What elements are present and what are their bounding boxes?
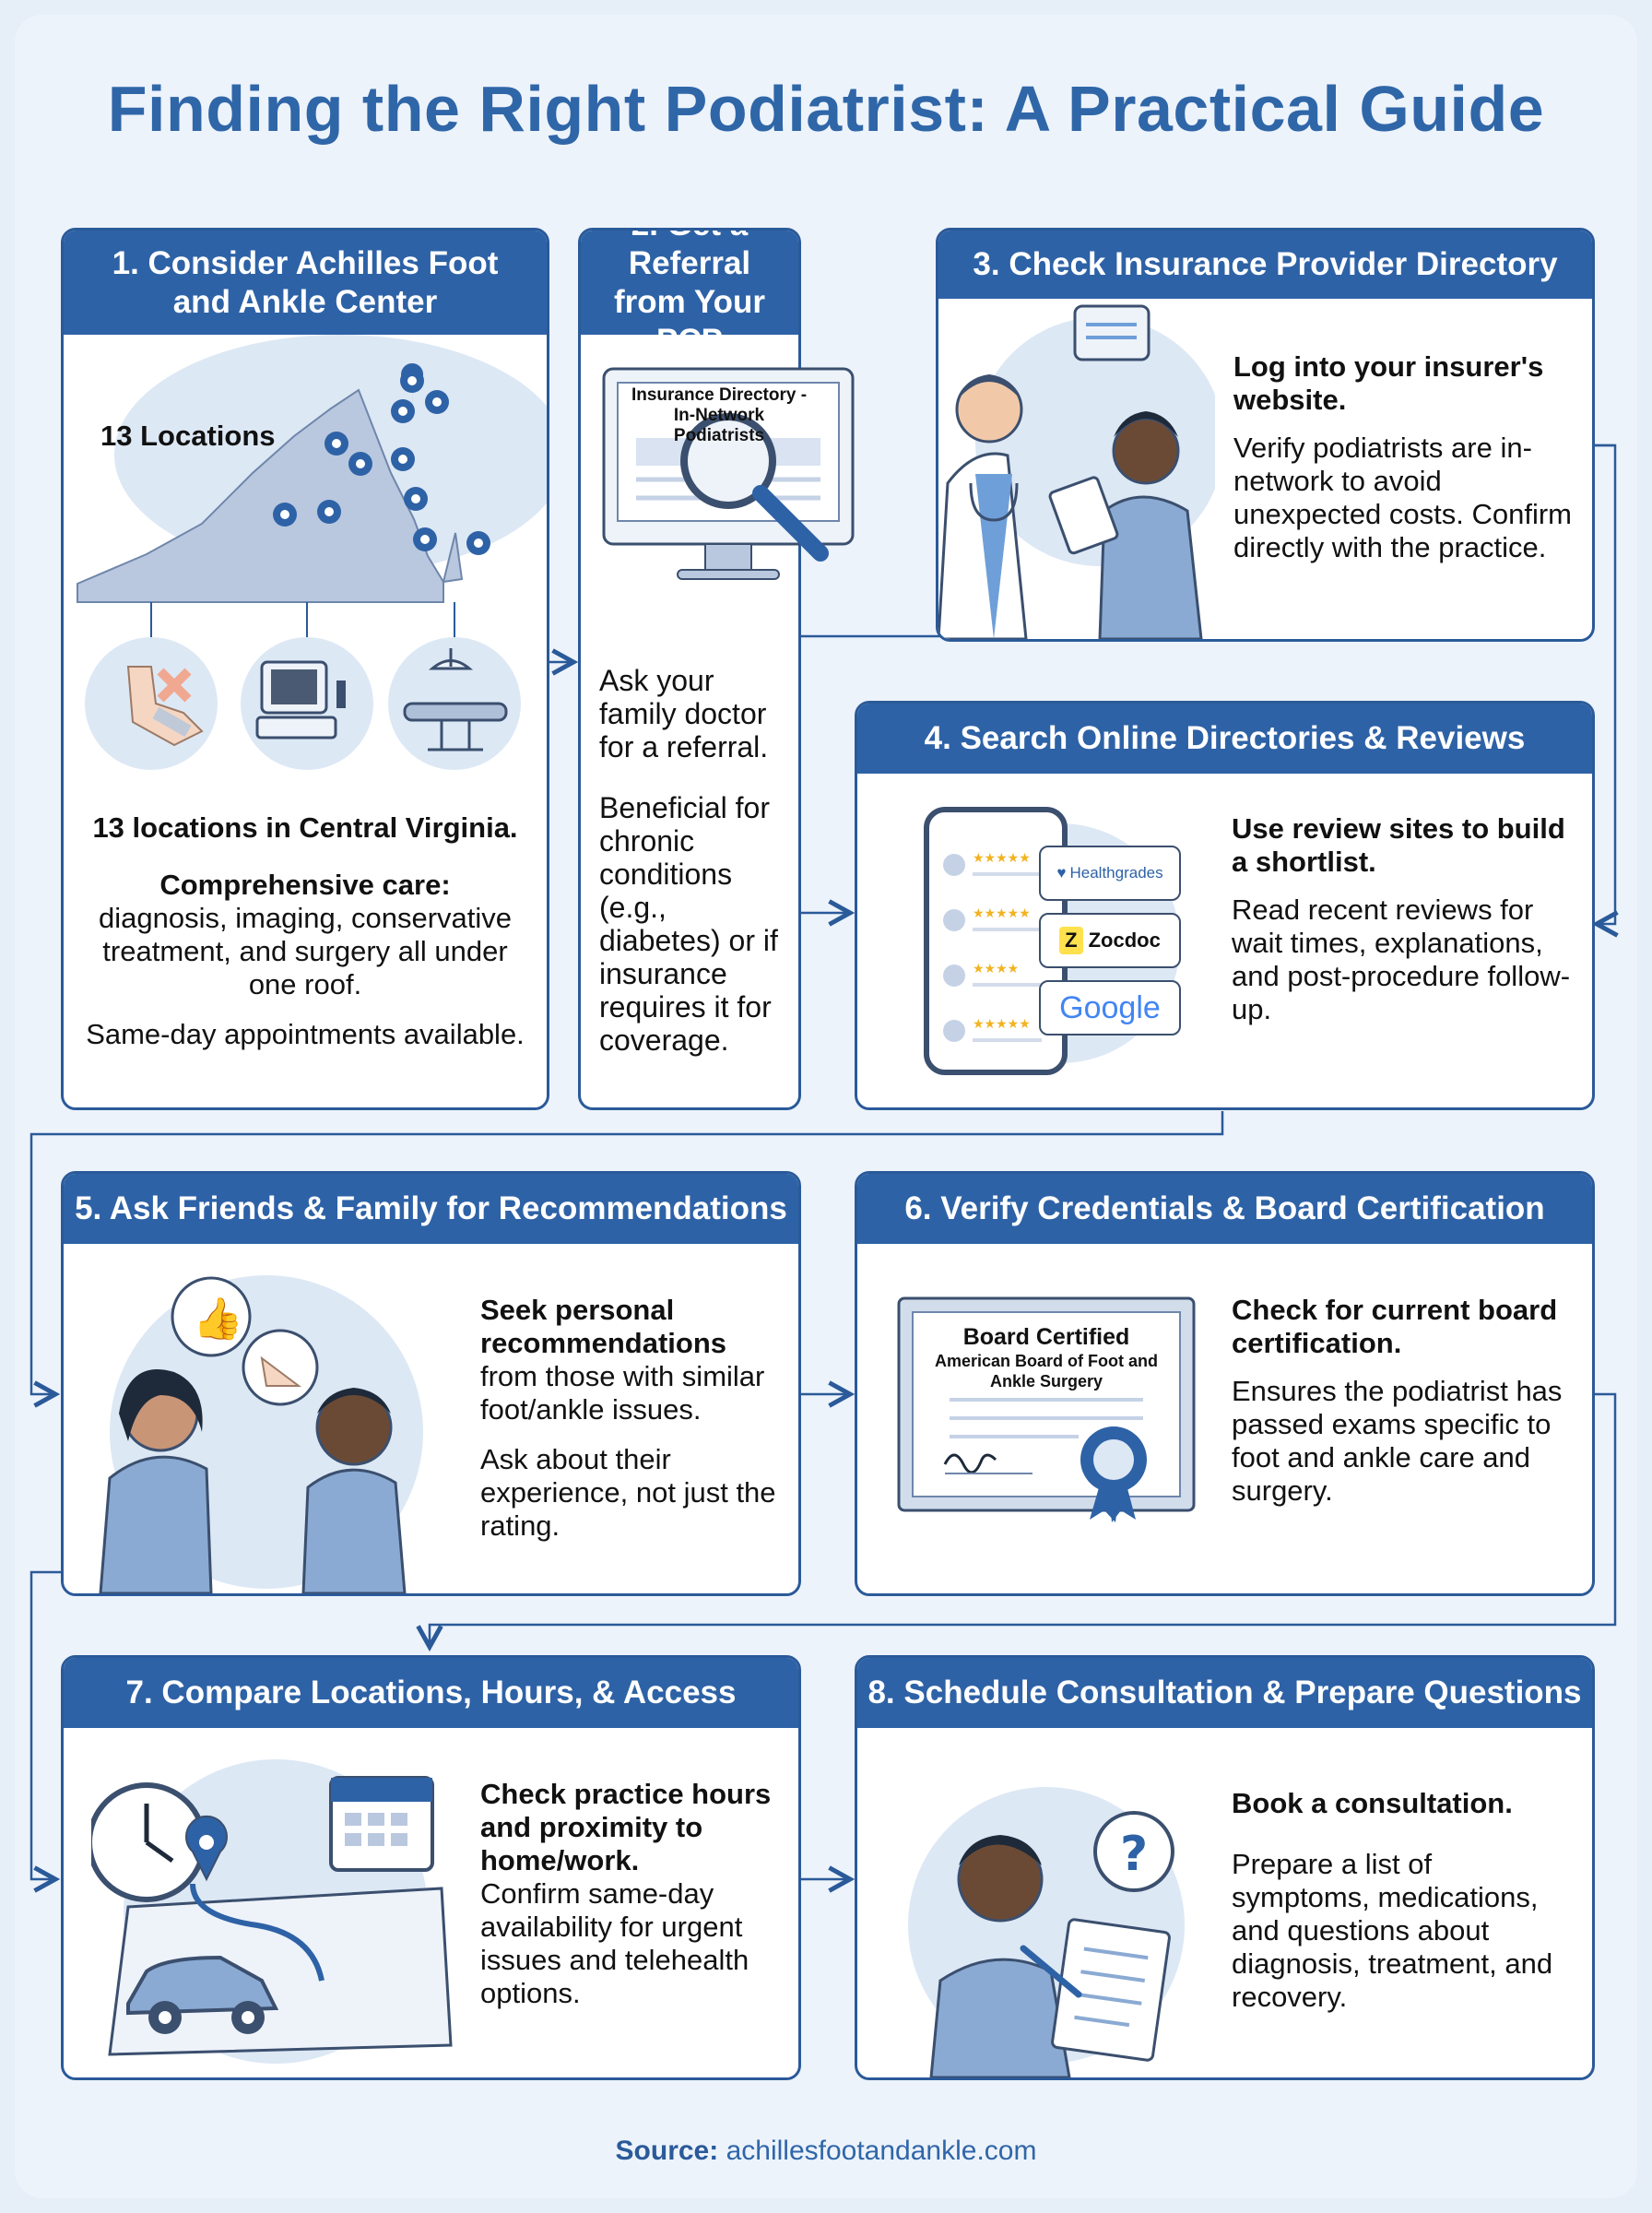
step-7-heading: 7. Compare Locations, Hours, & Access	[64, 1658, 798, 1728]
svg-text:?: ?	[1120, 1827, 1148, 1882]
insurance-directory-monitor-icon	[602, 367, 855, 580]
heart-icon: ♥	[1056, 864, 1067, 882]
certificate-subtitle: American Board of Foot and Ankle Surgery	[934, 1352, 1158, 1391]
step-7-text: Check practice hours and proximity to ho…	[480, 1778, 775, 2027]
step-3-heading: 3. Check Insurance Provider Directory	[938, 231, 1592, 299]
step-1-map-label: 13 Locations	[100, 420, 276, 452]
step-6-body: Ensures the podiatrist has passed exams …	[1232, 1375, 1563, 1507]
step-7-card: 7. Compare Locations, Hours, & Access Ch…	[61, 1655, 801, 2080]
step-8-heading: 8. Schedule Consultation & Prepare Quest…	[857, 1658, 1592, 1728]
step-1-note: Same-day appointments available.	[86, 1018, 525, 1050]
step-1-bold: 13 locations in Central Virginia.	[92, 811, 518, 844]
svg-text:★★★★★: ★★★★★	[973, 1017, 1031, 1032]
step-8-card: 8. Schedule Consultation & Prepare Quest…	[855, 1655, 1595, 2080]
source-line: Source: achillesfootandankle.com	[0, 2136, 1652, 2167]
step-8-bold: Book a consultation.	[1232, 1787, 1513, 1819]
step-4-bold: Use review sites to build a shortlist.	[1232, 812, 1565, 878]
step-1-text: 13 locations in Central Virginia. Compre…	[82, 811, 528, 1068]
step-8-text: Book a consultation. Prepare a list of s…	[1232, 1787, 1573, 2030]
step-7-bold: Check practice hours and proximity to ho…	[480, 1778, 772, 1876]
step-2-text: Ask your family doctor for a referral. B…	[599, 664, 788, 1073]
step-3-card: 3. Check Insurance Provider Directory Lo…	[936, 228, 1595, 642]
certificate-title: Board Certified	[962, 1324, 1130, 1350]
step-3-text: Log into your insurer's website. Verify …	[1233, 350, 1575, 581]
step-1-heading: 1. Consider Achilles Foot and Ankle Cent…	[64, 231, 547, 335]
step-5-bold: Seek personal recommendations	[480, 1294, 727, 1359]
step-4-card: 4. Search Online Directories & Reviews ★…	[855, 701, 1595, 1110]
zocdoc-label: Zocdoc	[1088, 929, 1161, 952]
step-2-screen-title: Insurance Directory - In-Network Podiatr…	[631, 385, 808, 445]
page-title: Finding the Right Podiatrist: A Practica…	[107, 73, 1545, 145]
step-5-text: Seek personal recommendations from those…	[480, 1294, 785, 1559]
svg-text:★★★★: ★★★★	[973, 962, 1019, 976]
step-1-subbold: Comprehensive care:	[159, 869, 451, 901]
step-2-heading: 2. Get a Referral from Your PCP	[581, 231, 798, 359]
source-label: Source:	[615, 2136, 719, 2166]
step-5-heading: 5. Ask Friends & Family for Recommendati…	[64, 1174, 798, 1244]
step-2-p2: Beneficial for chronic conditions (e.g.,…	[599, 791, 778, 1057]
step-2-p1: Ask your family doctor for a referral.	[599, 664, 769, 763]
friends-conversation-illustration: 👍	[99, 1275, 423, 1593]
step-4-heading: 4. Search Online Directories & Reviews	[857, 704, 1592, 774]
svg-text:★★★★★: ★★★★★	[973, 906, 1031, 921]
doctor-patient-illustration	[938, 304, 1215, 639]
certificate-text: Board Certified American Board of Foot a…	[926, 1323, 1166, 1391]
virginia-map-illustration	[77, 335, 547, 770]
step-4-text: Use review sites to build a shortlist. R…	[1232, 812, 1573, 1043]
step-1-body: diagnosis, imaging, conservative treatme…	[98, 902, 513, 1000]
step-6-bold: Check for current board certification.	[1232, 1294, 1558, 1359]
step-7-body: Confirm same-day availability for urgent…	[480, 1877, 749, 2009]
step-8-body: Prepare a list of symptoms, medications,…	[1232, 1848, 1553, 2013]
source-url[interactable]: achillesfootandankle.com	[726, 2136, 1037, 2166]
step-6-card: 6. Verify Credentials & Board Certificat…	[855, 1171, 1595, 1596]
step-4-body: Read recent reviews for wait times, expl…	[1232, 893, 1571, 1025]
patient-notes-illustration: ?	[908, 1787, 1185, 2077]
step-6-heading: 6. Verify Credentials & Board Certificat…	[857, 1174, 1592, 1244]
location-hours-illustration	[91, 1759, 453, 2064]
step-5-body-1: from those with similar foot/ankle issue…	[480, 1360, 765, 1426]
step-1-card: 1. Consider Achilles Foot and Ankle Cent…	[61, 228, 549, 1110]
board-certificate-illustration	[897, 1296, 1196, 1522]
step-5-body-2: Ask about their experience, not just the…	[480, 1443, 776, 1542]
google-badge[interactable]: Google	[1039, 980, 1181, 1035]
zocdoc-logo-icon: Z	[1059, 927, 1083, 954]
step-3-body: Verify podiatrists are in-network to avo…	[1233, 432, 1573, 563]
step-5-card: 5. Ask Friends & Family for Recommendati…	[61, 1171, 801, 1596]
svg-text:👍: 👍	[193, 1296, 243, 1343]
healthgrades-label: Healthgrades	[1069, 864, 1163, 882]
healthgrades-badge[interactable]: ♥Healthgrades	[1039, 846, 1181, 901]
step-6-text: Check for current board certification. E…	[1232, 1294, 1573, 1524]
step-3-bold: Log into your insurer's website.	[1233, 350, 1544, 416]
svg-text:★★★★★: ★★★★★	[973, 851, 1031, 866]
